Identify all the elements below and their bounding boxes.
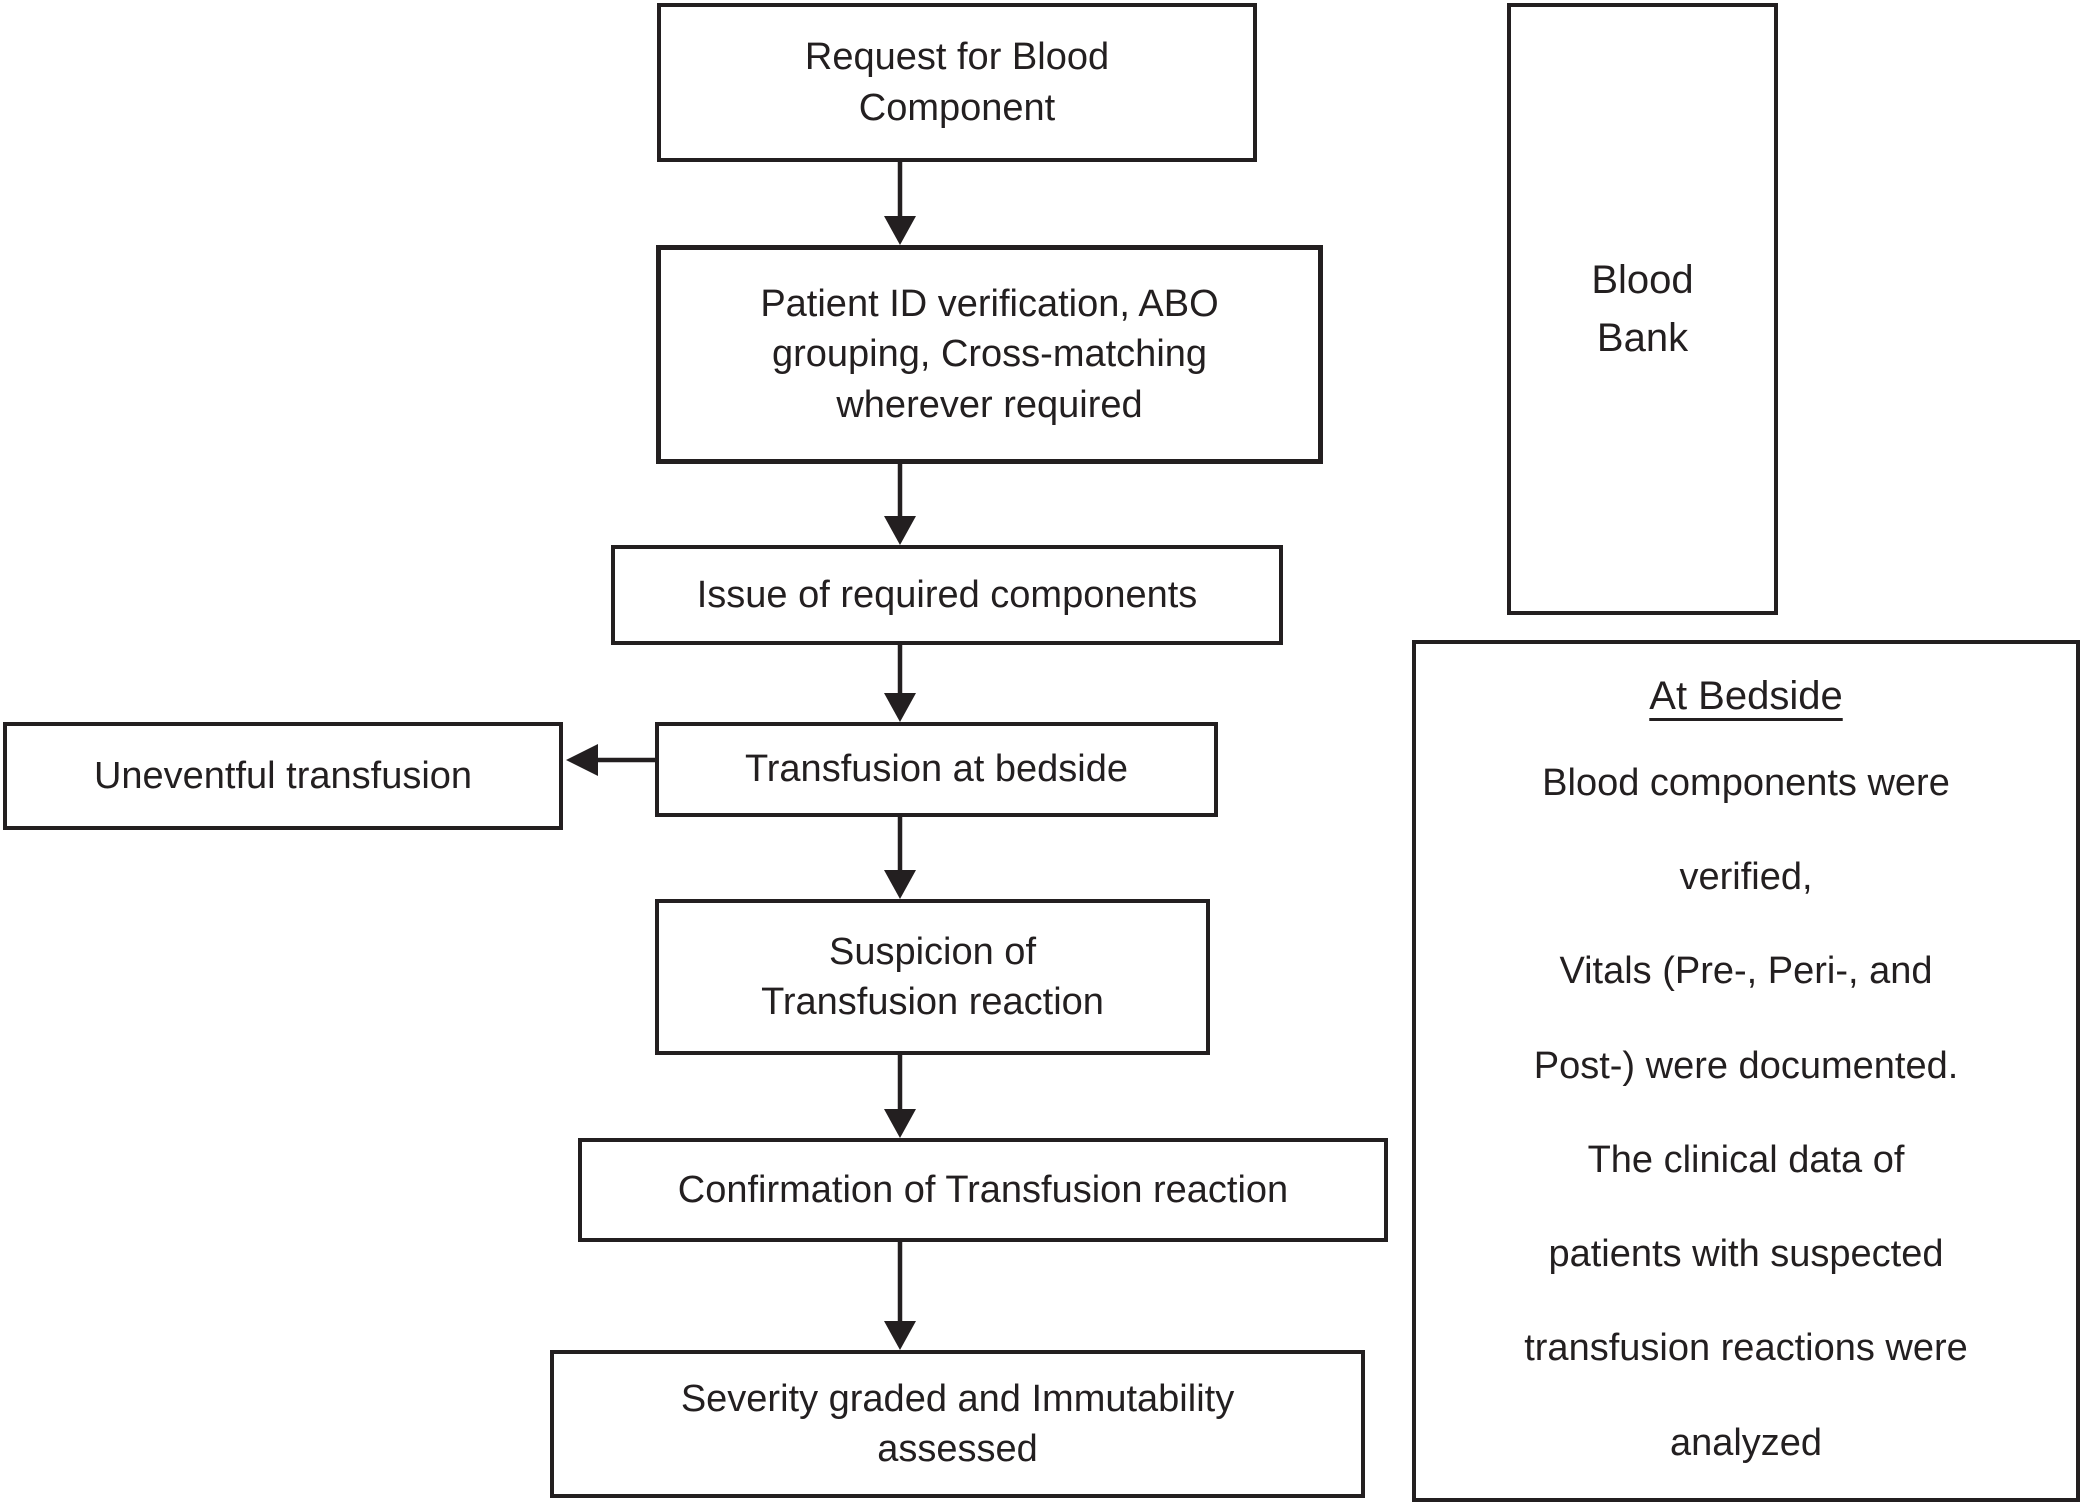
arrow-patient-id-to-issue bbox=[884, 464, 916, 545]
blood-bank-label-box: Blood Bank bbox=[1507, 3, 1778, 615]
at-bedside-body-text: Blood components were verified, Vitals (… bbox=[1524, 762, 1968, 1464]
node-uneventful-transfusion: Uneventful transfusion bbox=[3, 722, 563, 830]
node-transfusion-at-bedside: Transfusion at bedside bbox=[655, 722, 1218, 817]
arrow-head bbox=[884, 870, 916, 899]
arrow-request-to-patient-id bbox=[884, 162, 916, 245]
arrow-issue-to-transfusion bbox=[884, 645, 916, 722]
arrow-head bbox=[884, 1321, 916, 1350]
arrow-head bbox=[884, 693, 916, 722]
arrow-head bbox=[566, 744, 598, 776]
node-request-for-blood-component: Request for Blood Component bbox=[657, 3, 1257, 162]
arrow-confirmation-to-severity bbox=[884, 1242, 916, 1350]
arrow-transfusion-to-suspicion bbox=[884, 817, 916, 899]
arrow-head bbox=[884, 216, 916, 245]
arrow-head bbox=[884, 516, 916, 545]
at-bedside-heading: At Bedside bbox=[1649, 674, 1843, 718]
node-severity-graded: Severity graded and Immutability assesse… bbox=[550, 1350, 1365, 1498]
at-bedside-panel: At Bedside Blood components were verifie… bbox=[1412, 640, 2080, 1502]
node-suspicion-of-transfusion-reaction: Suspicion of Transfusion reaction bbox=[655, 899, 1210, 1055]
arrow-transfusion-to-uneventful bbox=[566, 744, 655, 776]
arrow-head bbox=[884, 1109, 916, 1138]
node-patient-id-verification: Patient ID verification, ABO grouping, C… bbox=[656, 245, 1323, 464]
arrow-suspicion-to-confirmation bbox=[884, 1055, 916, 1138]
node-issue-of-required-components: Issue of required components bbox=[611, 545, 1283, 645]
node-confirmation-of-transfusion-reaction: Confirmation of Transfusion reaction bbox=[578, 1138, 1388, 1242]
